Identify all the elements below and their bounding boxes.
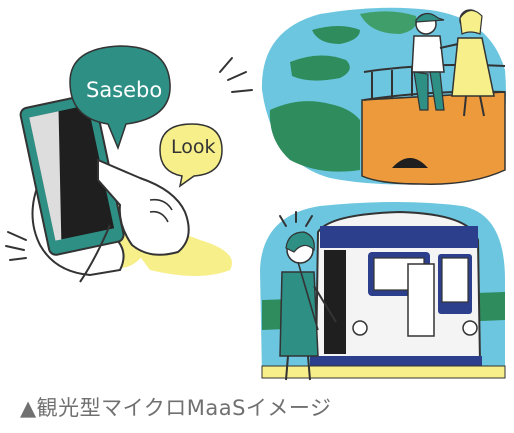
sasebo-bubble-label: Sasebo [86,78,163,102]
scenic-viewpoint-scene [261,7,506,185]
smartphone-scene [5,45,253,283]
train-boarding-scene [260,202,506,381]
look-bubble-label: Look [171,136,216,158]
figure-caption: ▲観光型マイクロMaaSイメージ [20,396,332,420]
